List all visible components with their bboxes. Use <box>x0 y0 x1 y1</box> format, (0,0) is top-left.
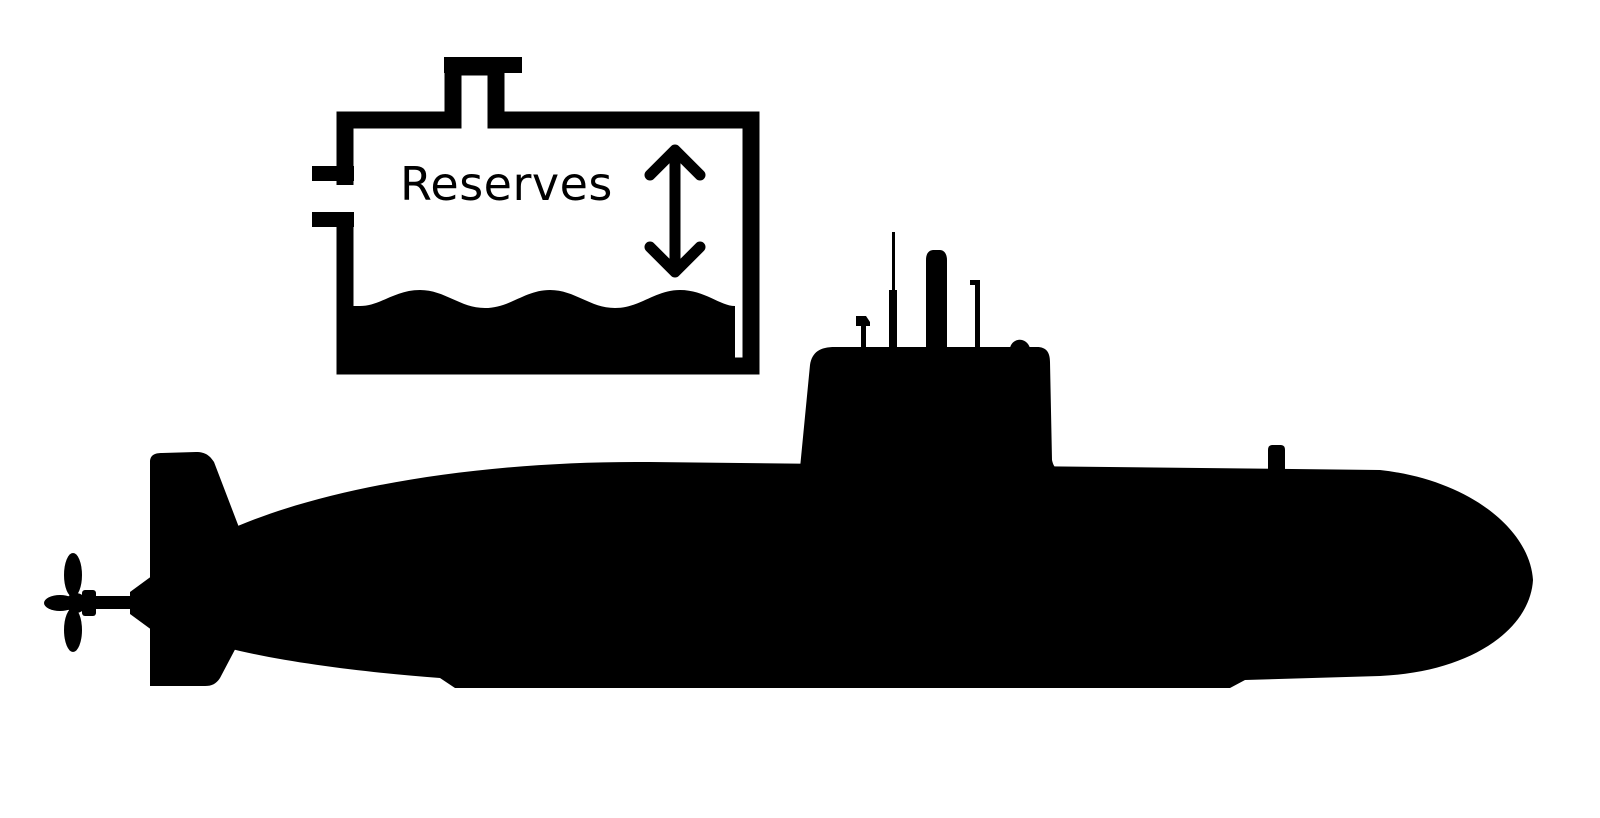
propeller-center <box>66 593 86 613</box>
mast-periscope <box>926 250 947 350</box>
mast-left-small <box>861 320 866 350</box>
propeller-hub <box>82 590 96 616</box>
submarine-sail <box>790 347 1070 472</box>
tank-inlet-bottom <box>312 212 354 227</box>
tank-liquid <box>353 290 735 358</box>
propeller-shaft <box>88 596 136 609</box>
mast-right <box>975 280 980 350</box>
submarine-hull <box>150 461 1533 688</box>
tank-inlet-top <box>312 166 354 181</box>
mast-left-small-top <box>856 316 870 326</box>
propeller-icon <box>44 553 86 652</box>
tank-outline <box>336 58 760 375</box>
submarine-rudder <box>150 452 240 690</box>
mast-right-top <box>970 280 980 285</box>
deck-fitting <box>1268 445 1285 472</box>
mast-thin-antenna-base <box>889 290 897 350</box>
reservoir-tank-icon <box>312 57 760 375</box>
propeller-blade-bottom <box>64 608 82 652</box>
submarine-silhouette-icon <box>82 232 1533 690</box>
tank-cap <box>444 57 522 73</box>
sail-bump <box>1010 339 1030 348</box>
up-down-arrow-icon <box>644 144 706 278</box>
propeller-blade-top <box>64 553 82 597</box>
tank-label: Reserves <box>400 157 613 211</box>
stern-cone <box>130 570 160 636</box>
